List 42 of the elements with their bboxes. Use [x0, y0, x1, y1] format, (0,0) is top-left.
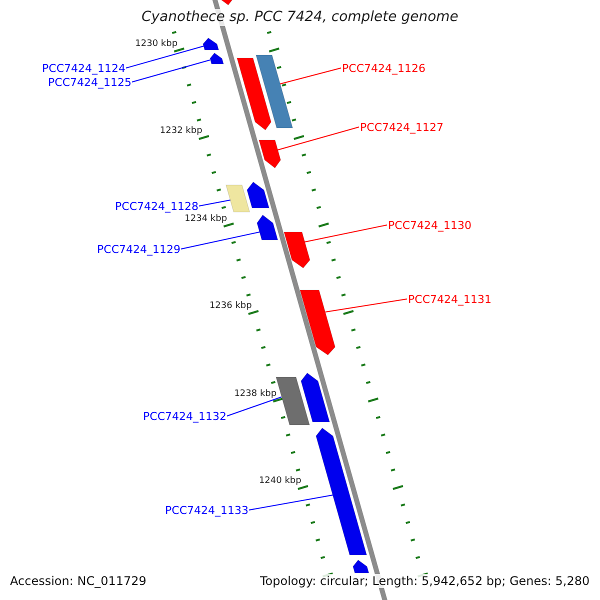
- scale-label: 1232 kbp: [160, 126, 202, 137]
- gene-glyph: [300, 290, 336, 355]
- gene-glyph: [210, 53, 224, 64]
- gene-glyph: [237, 58, 272, 130]
- gene-block: [256, 55, 292, 128]
- gene-glyph: [258, 140, 280, 168]
- leader-line: [132, 60, 210, 82]
- leader-line: [304, 224, 388, 242]
- map-title: Cyanothece sp. PCC 7424, complete genome: [142, 9, 458, 26]
- leader-line: [126, 46, 205, 68]
- leader-line: [248, 494, 334, 510]
- genome-summary: Topology: circular; Length: 5,942,652 bp; Genes: 5,280: [260, 574, 590, 588]
- leader-line: [180, 232, 260, 250]
- gene-label: PCC7424_1131: [408, 292, 492, 306]
- gene-label: PCC7424_1133: [165, 504, 248, 517]
- leader-line: [276, 126, 360, 150]
- gene-glyph: [284, 232, 310, 268]
- gene-label: PCC7424_1129: [97, 242, 180, 256]
- gene-label: PCC7424_1125: [48, 76, 132, 89]
- gene-glyph: [316, 428, 368, 555]
- gene-label: PCC7424_1130: [388, 218, 472, 232]
- gene-label: PCC7424_1128: [115, 200, 198, 213]
- scale-label: 1238 kbp: [234, 388, 277, 400]
- leader-line: [198, 200, 232, 206]
- gene-label: PCC7424_1127: [360, 120, 444, 134]
- leader-line: [279, 68, 342, 84]
- gene-glyph: [203, 38, 220, 50]
- gene-label: PCC7424_1126: [342, 62, 426, 75]
- gene-glyph: [300, 373, 330, 422]
- gene-block: [276, 377, 310, 425]
- scale-label: 1236 kbp: [209, 301, 252, 312]
- gene-block: [226, 185, 250, 212]
- accession-text: Accession: NC_011729: [10, 574, 146, 588]
- gene-label: PCC7424_1132: [143, 410, 226, 423]
- leader-line: [226, 396, 282, 416]
- leader-line: [324, 298, 408, 312]
- gene-glyph: [246, 182, 269, 208]
- scale-label: 1234 kbp: [184, 214, 228, 224]
- scale-label: 1240 kbp: [258, 476, 302, 487]
- gene-label: PCC7424_1124: [42, 62, 126, 75]
- scale-label: 1230 kbp: [135, 38, 178, 50]
- gene-glyph: [257, 215, 278, 240]
